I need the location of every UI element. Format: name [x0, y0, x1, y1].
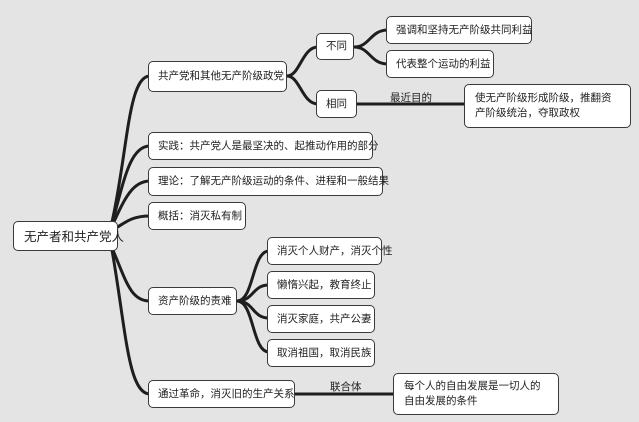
node-practice-label: 实践：共产党人是最坚决的、起推动作用的部分 — [158, 139, 379, 152]
edge-root-practice — [110, 144, 152, 226]
node-revolution[interactable]: 通过革命，消灭旧的生产关系 — [148, 380, 295, 408]
root-node[interactable]: 无产者和共产党人 — [13, 221, 124, 251]
node-immediate-goal-label: 使无产阶级形成阶级，推翻资产阶级统治，夺取政权 — [475, 92, 612, 119]
node-different-child-1-label: 强调和坚持无产阶级共同利益 — [396, 23, 533, 36]
node-free-development[interactable]: 每个人的自由发展是一切人的自由发展的条件 — [393, 373, 559, 415]
edge-root-summary — [114, 214, 152, 230]
node-accusations-label: 资产阶级的责难 — [158, 294, 232, 307]
node-same[interactable]: 相同 — [316, 90, 357, 118]
edge-root-revolution — [110, 248, 152, 396]
node-different-child-2-label: 代表整个运动的利益 — [396, 57, 491, 70]
edge-different-child2 — [352, 45, 390, 66]
edge-label-association: 联合体 — [330, 381, 362, 393]
node-accusation-2-label: 懒惰兴起，教育终止 — [277, 278, 372, 291]
node-accusation-2[interactable]: 懒惰兴起，教育终止 — [267, 271, 375, 299]
node-different-child-2[interactable]: 代表整个运动的利益 — [386, 50, 494, 78]
node-parties[interactable]: 共产党和其他无产阶级政党 — [148, 61, 287, 92]
node-summary[interactable]: 概括：消灭私有制 — [148, 202, 246, 230]
node-accusations[interactable]: 资产阶级的责难 — [148, 287, 237, 315]
node-different-label: 不同 — [326, 40, 347, 52]
node-immediate-goal[interactable]: 使无产阶级形成阶级，推翻资产阶级统治，夺取政权 — [464, 84, 631, 128]
node-practice[interactable]: 实践：共产党人是最坚决的、起推动作用的部分 — [148, 132, 379, 160]
node-same-label: 相同 — [326, 97, 347, 110]
node-accusation-4[interactable]: 取消祖国，取消民族 — [267, 339, 375, 367]
node-theory[interactable]: 理论：了解无产阶级运动的条件、进程和一般结果 — [148, 167, 389, 196]
node-parties-label: 共产党和其他无产阶级政党 — [158, 70, 284, 82]
edge-root-accusations — [110, 246, 152, 303]
node-accusation-4-label: 取消祖国，取消民族 — [277, 346, 372, 359]
root-label: 无产者和共产党人 — [24, 228, 125, 244]
node-accusation-3-label: 消灭家庭，共产公妻 — [277, 312, 372, 325]
edge-label-immediate-goal: 最近目的 — [390, 92, 432, 104]
edge-root-parties — [110, 74, 152, 224]
node-accusation-3[interactable]: 消灭家庭，共产公妻 — [267, 305, 375, 333]
node-summary-label: 概括：消灭私有制 — [158, 209, 242, 222]
edge-parties-same — [285, 74, 320, 106]
node-revolution-label: 通过革命，消灭旧的生产关系 — [158, 387, 295, 400]
node-accusation-1[interactable]: 消灭个人财产，消灭个性 — [267, 237, 393, 265]
node-free-development-label: 每个人的自由发展是一切人的自由发展的条件 — [404, 380, 541, 407]
node-different[interactable]: 不同 — [316, 33, 354, 60]
edge-accusations-child4 — [235, 299, 271, 354]
edge-different-child1 — [352, 28, 390, 49]
node-different-child-1[interactable]: 强调和坚持无产阶级共同利益 — [386, 16, 533, 44]
node-theory-label: 理论：了解无产阶级运动的条件、进程和一般结果 — [158, 175, 389, 187]
edge-parties-different — [285, 45, 320, 78]
edge-root-theory — [110, 179, 152, 228]
node-accusation-1-label: 消灭个人财产，消灭个性 — [277, 244, 393, 257]
